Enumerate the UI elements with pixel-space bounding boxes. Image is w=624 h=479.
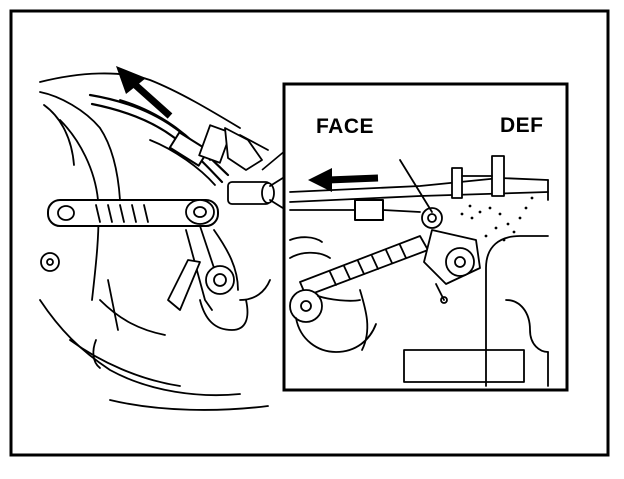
- arrow-icon: [116, 66, 173, 119]
- face-label: FACE: [316, 115, 375, 138]
- def-label: DEF: [500, 114, 544, 137]
- inset-frame: [282, 82, 569, 392]
- arrow-icon: [308, 168, 379, 192]
- main-view: [39, 72, 287, 411]
- leader-line: [261, 149, 287, 171]
- outer-frame: [9, 9, 610, 457]
- inset-view: [289, 155, 549, 387]
- damper-texture: [460, 196, 534, 242]
